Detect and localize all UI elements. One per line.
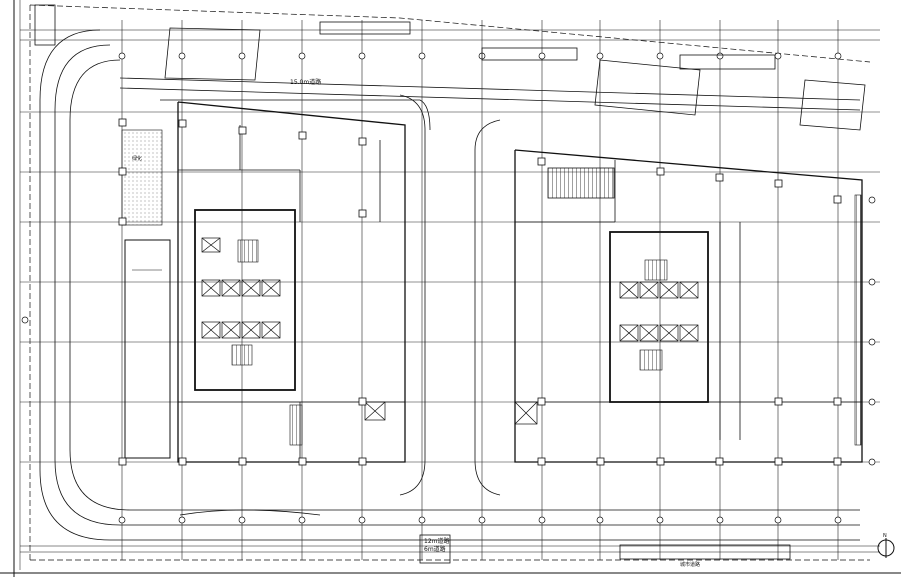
landscape-zone [121, 129, 163, 226]
stair-right-main [547, 167, 615, 199]
top-ramps [34, 4, 866, 131]
building-left-wing [124, 239, 171, 459]
core-right [609, 231, 709, 403]
stair-right-1 [644, 259, 668, 281]
road-label-12m: 12m道路 [424, 537, 449, 545]
bottom-ramps [179, 509, 791, 564]
structural-columns [118, 118, 842, 466]
dimension-lines [20, 29, 880, 553]
elevator-banks-left [201, 237, 281, 339]
north-arrow [877, 538, 895, 558]
column-grid [20, 20, 880, 560]
road-label-city: 城市道路 [680, 561, 700, 568]
stair-left-3 [289, 404, 303, 446]
stair-right-2 [639, 349, 663, 371]
grid-bubbles [21, 52, 876, 524]
site-boundary [29, 4, 871, 561]
core-left [194, 209, 296, 391]
elevator-banks-right [364, 281, 699, 425]
stair-right-east [854, 194, 862, 446]
ring-roads [39, 29, 861, 541]
road-label-6m: 6m道路 [424, 545, 446, 553]
zone-label-left: 绿化 [132, 155, 142, 162]
north-label: N [883, 533, 887, 539]
stair-left-2 [231, 344, 253, 366]
stair-left-1 [237, 239, 259, 263]
top-road-label: 15.0m道路 [290, 78, 321, 86]
